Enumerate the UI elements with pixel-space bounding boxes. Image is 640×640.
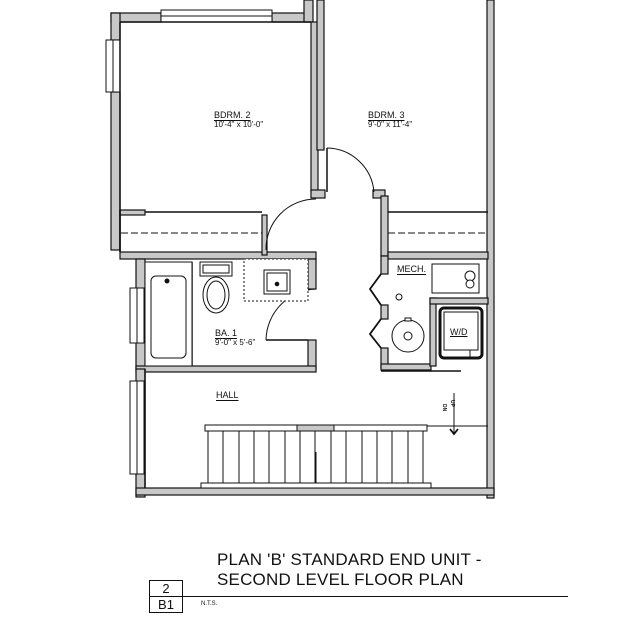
title-line-2: SECOND LEVEL FLOOR PLAN — [217, 570, 464, 589]
room-name-bdrm3: BDRM. 3 — [368, 110, 405, 120]
room-dim-bdrm3: 9'-0" x 11'-4" — [368, 120, 413, 129]
room-ba1: BA. 1 9'-0" x 5'-6" — [215, 328, 255, 347]
room-name-mech: MECH. — [397, 264, 426, 274]
title-underline — [182, 596, 568, 597]
stair — [200, 393, 488, 489]
room-dim-bdrm2: 10'-4" x 10'-0" — [214, 120, 264, 129]
title-line-1: PLAN 'B' STANDARD END UNIT - — [217, 550, 482, 569]
floor-drain — [395, 293, 403, 301]
room-name-ba1: BA. 1 — [215, 328, 238, 338]
room-name-bdrm2: BDRM. 2 — [214, 110, 251, 120]
stair-dn-label: DN — [441, 404, 447, 412]
room-name-hall: HALL — [216, 390, 239, 400]
scale-note: N.T.S. — [201, 601, 218, 607]
bdrm2-walls — [110, 0, 326, 251]
room-bdrm2: BDRM. 2 10'-4" x 10'-0" — [214, 110, 263, 129]
stair-up-label: UP — [449, 400, 455, 407]
room-bdrm3: BDRM. 3 9'-0" x 11'-4" — [368, 110, 412, 129]
drawing-number: 2 — [150, 581, 182, 597]
bdrm3-walls — [316, 0, 495, 499]
drawing-callout: 2 B1 — [149, 580, 183, 613]
drawing-title: PLAN 'B' STANDARD END UNIT - SECOND LEVE… — [217, 550, 482, 590]
windows — [105, 9, 273, 475]
room-dim-ba1: 9'-0" x 5'-6" — [215, 338, 256, 347]
sheet-number: B1 — [158, 597, 174, 612]
washer-dryer-label: W/D — [450, 327, 468, 337]
